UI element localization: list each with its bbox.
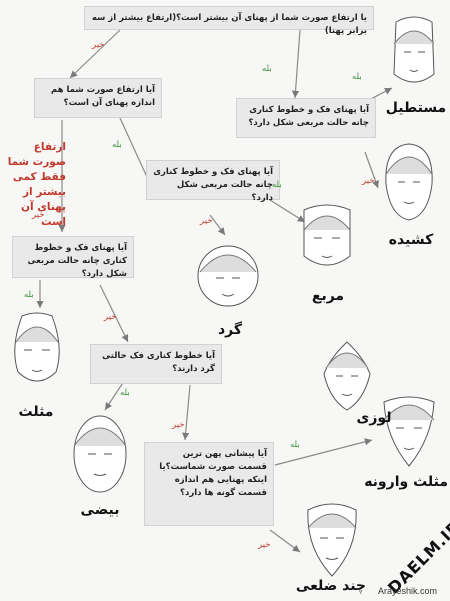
label-yes: بله — [24, 290, 34, 300]
face-square-icon — [303, 204, 351, 266]
label-yes: بله — [262, 64, 272, 74]
arrow-q7-yes — [274, 438, 373, 466]
note-slightly-longer: ارتفاع صورت شما فقط کمی بیشتر از پهنای آ… — [7, 141, 66, 228]
arrow-q7-no — [269, 529, 301, 553]
shape-name-oval: بیضی — [80, 502, 120, 518]
arrow-q1-yes — [291, 29, 301, 99]
question-jaw-round: آیا خطوط کناری فک حالتی گرد دارند؟ — [90, 344, 222, 384]
arrow-q4-no — [209, 214, 226, 236]
label-no: خیر — [172, 420, 185, 430]
question-jaw-square-2: آیا پهنای فک و خطوط کناری چانه حالت مربع… — [146, 160, 280, 203]
label-yes: بله — [352, 72, 362, 82]
shape-name-square: مربع — [311, 288, 345, 304]
question-forehead: آیا پیشانی پهن ترین قسمت صورت شماست؟یا ا… — [144, 442, 274, 526]
face-triangle-icon — [14, 312, 60, 382]
shape-name-heart: چند ضلعی — [295, 578, 366, 594]
question-face-length: یا ارتفاع صورت شما از پهنای آن بیشتر است… — [84, 6, 374, 36]
label-no: خیر — [362, 176, 375, 186]
face-heart-icon — [307, 503, 357, 577]
face-diamond-icon — [323, 341, 371, 411]
label-no: خیر — [200, 216, 213, 226]
shape-name-triangle: مثلث — [18, 404, 54, 420]
question-face-equal: آیا ارتفاع صورت شما هم اندازه پهنای آن ا… — [34, 78, 162, 118]
shape-name-inverted-triangle: مثلث وارونه — [364, 474, 448, 490]
label-no: خیر — [104, 312, 117, 322]
label-no: خیر — [258, 540, 271, 550]
face-oval-icon — [73, 415, 127, 493]
question-jaw-square-3: آیا پهنای فک و خطوط کناری چانه حالت مربع… — [12, 236, 134, 279]
question-jaw-square-1: آیا پهنای فک و خطوط کناری چانه حالت مربع… — [236, 98, 376, 138]
shape-name-round: گرد — [217, 322, 243, 338]
shape-name-diamond: لوزی — [356, 410, 392, 426]
label-yes: بله — [112, 140, 122, 150]
label-yes: بله — [120, 388, 130, 398]
credit-text: Arayeshik.com — [378, 586, 438, 596]
arrow-q6-no — [182, 384, 191, 441]
label-yes: بله — [272, 180, 282, 190]
shape-name-rectangle: مستطیل — [385, 100, 447, 116]
arrow-q3-no — [364, 151, 379, 189]
arrow-q5-no — [99, 284, 129, 343]
shape-name-oblong: کشیده — [388, 232, 434, 248]
arrow-q1-no — [69, 29, 121, 79]
face-rectangle-icon — [393, 16, 435, 83]
face-inverted-triangle-icon — [383, 396, 435, 467]
label-no: خیر — [92, 40, 105, 50]
label-yes: بله — [290, 440, 300, 450]
face-round-icon — [197, 245, 259, 307]
face-oblong-icon — [385, 143, 433, 221]
arrow-q4-yes — [269, 199, 306, 223]
label-no: خیر — [32, 210, 45, 220]
